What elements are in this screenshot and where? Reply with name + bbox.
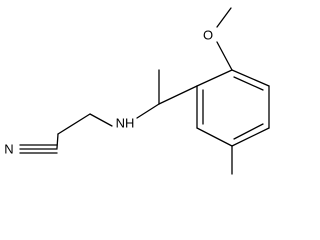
- ring-bond-6: [196, 69, 233, 87]
- ring-bond-1: [231, 69, 270, 87]
- amine-atom-label: NH: [116, 116, 135, 131]
- ring-bond-4: [196, 127, 233, 147]
- ch2-cn-bond: [56, 133, 59, 149]
- ring-double-bond-2: [233, 123, 264, 140]
- molecule-structure: O NH N: [4, 7, 270, 175]
- nitrile-nitrogen-label: N: [4, 142, 13, 157]
- ring-double-bond-1: [233, 76, 264, 91]
- ring-ch-bond: [158, 85, 198, 105]
- oxygen-methyl-bond: [216, 7, 232, 28]
- nh-ch2-bond: [89, 113, 113, 127]
- oxygen-atom-label: O: [203, 28, 213, 43]
- ring-oxygen-bond: [216, 41, 233, 71]
- ch2-ch2-bond: [57, 113, 91, 135]
- benzene-ring: [196, 69, 270, 147]
- nitrile-triple-bond: [19, 144, 58, 154]
- ch-nh-bond: [136, 103, 160, 119]
- ring-bond-3: [231, 127, 270, 147]
